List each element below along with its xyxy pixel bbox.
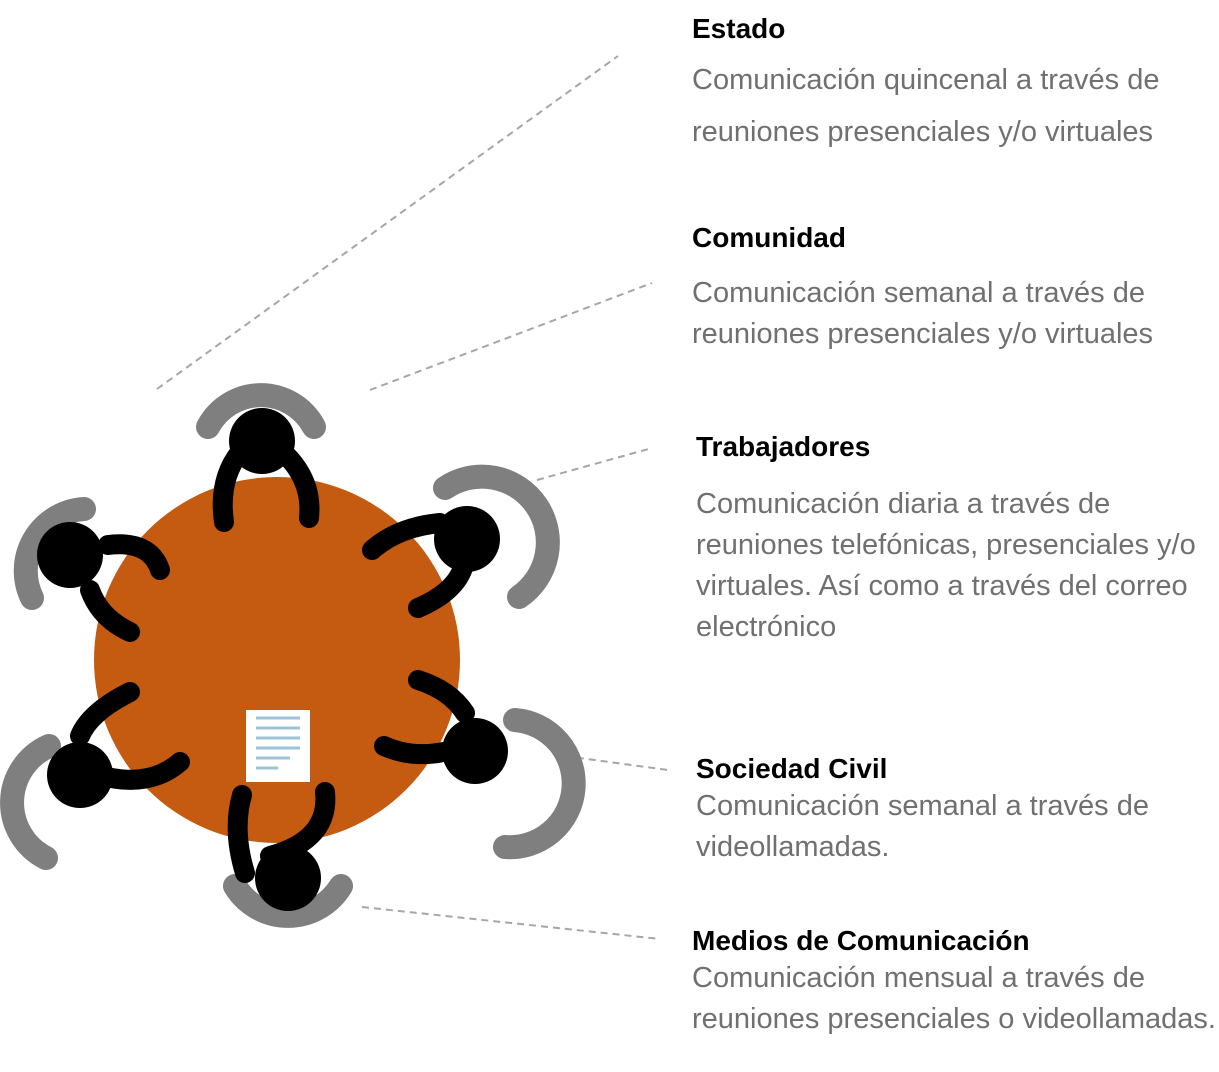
connector-lines — [156, 55, 669, 940]
stakeholder-sociedad-civil: Sociedad Civil Comunicación semanal a tr… — [696, 752, 1219, 868]
stakeholder-title: Comunidad — [692, 222, 846, 253]
person-icon — [434, 506, 500, 572]
stakeholder-description: Comunicación quincenal a través de reuni… — [692, 64, 1160, 148]
person-arm — [98, 534, 170, 580]
stakeholder-comunidad: Comunidad Comunicación semanal a través … — [692, 221, 1219, 355]
person-arm — [227, 785, 255, 883]
stakeholder-title: Trabajadores — [696, 431, 871, 462]
person-icon — [442, 718, 508, 784]
person-icon — [255, 845, 321, 911]
stakeholder-trabajadores: Trabajadores Comunicación diaria a travé… — [696, 430, 1219, 648]
connector-line-trabajadores — [536, 447, 653, 481]
chair-icon — [223, 874, 353, 928]
chair-icon — [0, 734, 61, 870]
connector-line-comunidad — [369, 282, 653, 391]
person-icon — [47, 742, 113, 808]
stakeholder-title: Medios de Comunicación — [692, 925, 1030, 956]
chair-icon — [13, 497, 96, 610]
chair-icon — [433, 464, 560, 609]
stakeholder-estado: Estado Comunicación quincenal a través d… — [692, 12, 1219, 158]
document-icon — [246, 710, 310, 782]
person-arm — [80, 580, 140, 642]
stakeholder-title: Sociedad Civil — [696, 753, 888, 784]
person-arm — [70, 682, 140, 746]
stakeholder-title: Estado — [692, 13, 786, 44]
table-icon — [94, 477, 460, 843]
stakeholder-description: Comunicación semanal a través de videoll… — [696, 790, 1149, 863]
stakeholder-medios: Medios de Comunicación Comunicación mens… — [692, 924, 1219, 1040]
person-arm — [374, 736, 462, 765]
chair-icon — [493, 708, 586, 860]
stakeholder-description: Comunicación semanal a través de reunion… — [692, 277, 1154, 350]
person-icon — [37, 522, 103, 588]
connector-line-medios — [361, 906, 661, 940]
chair-icon — [196, 383, 326, 439]
connector-line-estado — [156, 55, 619, 390]
person-arm — [362, 513, 450, 560]
stakeholder-description: Comunicación mensual a través de reunion… — [692, 962, 1216, 1035]
connector-line-sociedad — [564, 755, 669, 771]
people-heads — [37, 408, 508, 911]
person-arm — [408, 670, 475, 723]
stakeholder-description: Comunicación diaria a través de reunione… — [696, 488, 1196, 643]
chairs — [0, 383, 586, 928]
person-icon — [229, 408, 295, 474]
